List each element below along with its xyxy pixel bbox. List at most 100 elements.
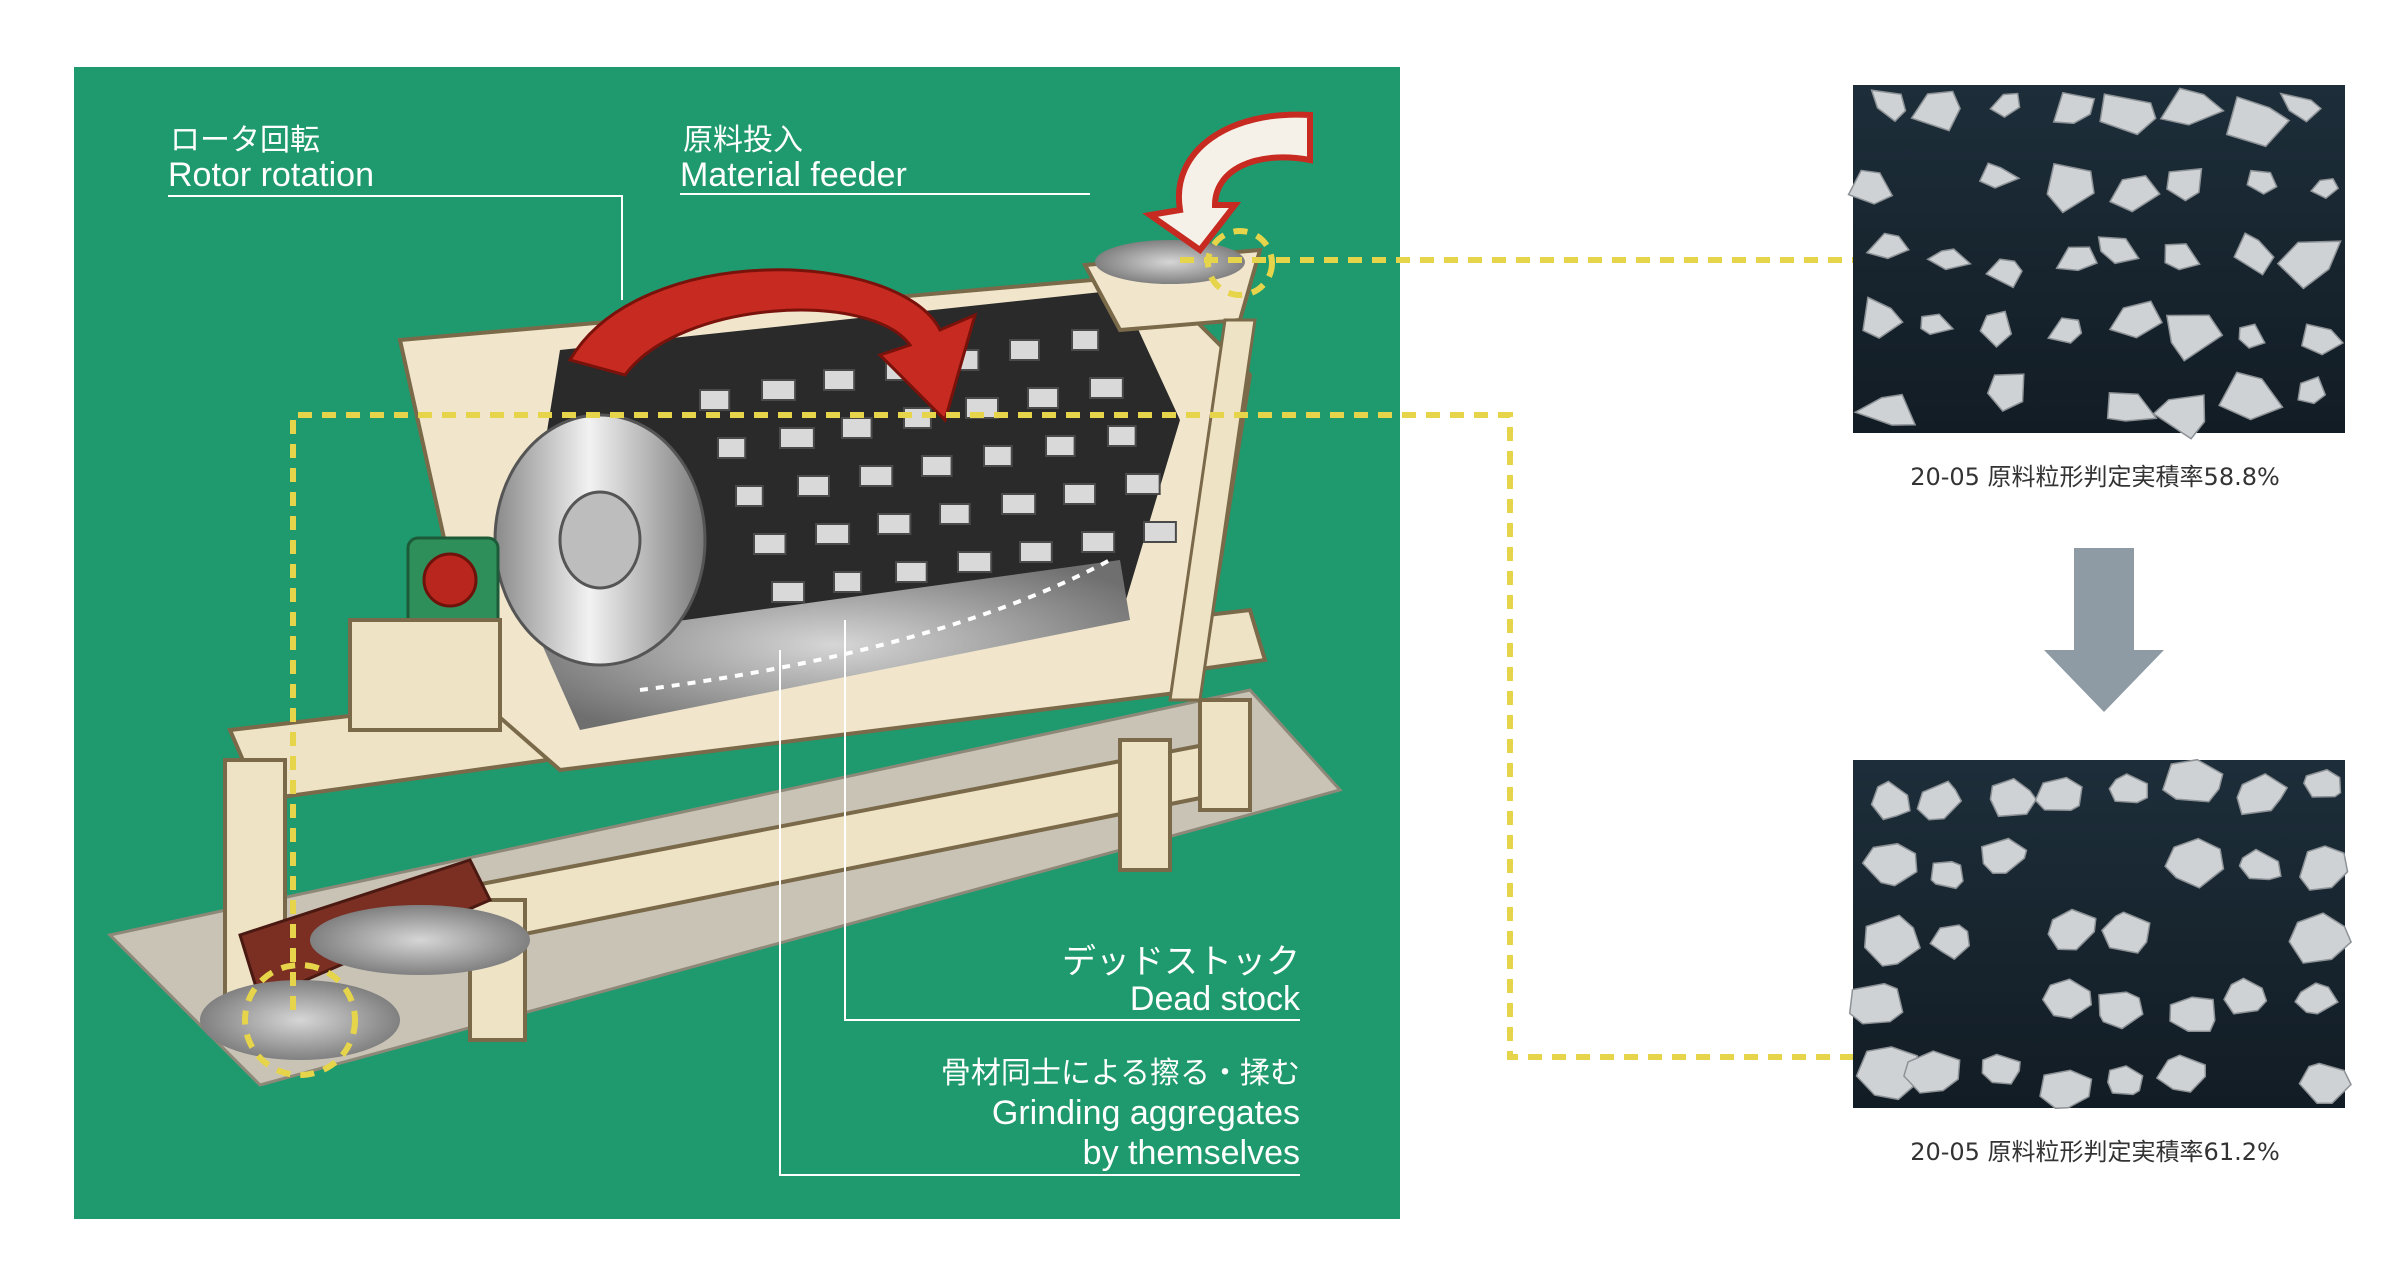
aggregate-rock	[2223, 977, 2268, 1015]
rotor-hub	[558, 490, 642, 590]
machine-illustration	[106, 111, 1343, 1087]
aggregate-rock	[2055, 246, 2099, 272]
aggregate-rock	[2159, 87, 2225, 126]
paddle	[761, 379, 797, 401]
feed-gravel	[1095, 240, 1245, 284]
rotor-leader	[168, 195, 623, 300]
leader-lines	[168, 193, 1300, 1176]
dead-stock-label-jp: デッドストック	[1062, 943, 1300, 981]
paddle	[895, 561, 928, 583]
feeder-label-en: Material feeder	[680, 156, 907, 194]
after-photo	[1848, 758, 2353, 1109]
aggregate-rock	[2294, 982, 2339, 1015]
paddle	[983, 445, 1013, 467]
aggregate-rock	[1986, 373, 2025, 413]
paddle	[957, 551, 993, 573]
paddle	[1107, 425, 1137, 447]
paddle	[1009, 339, 1041, 361]
paddle	[1001, 493, 1037, 515]
aggregate-rock	[2101, 911, 2151, 954]
aggregate-rock	[1920, 313, 1955, 336]
paddle	[1063, 483, 1097, 505]
leg	[1118, 738, 1172, 872]
aggregate-rock	[1855, 1046, 1919, 1101]
aggregate-rock	[2034, 776, 2083, 812]
aggregate-rock	[1979, 310, 2013, 349]
aggregate-rock	[2161, 758, 2224, 803]
feed-circle	[1205, 228, 1275, 298]
paddle	[1125, 473, 1161, 495]
aggregate-rock	[1870, 780, 1911, 821]
aggregate-rock	[1861, 842, 1918, 887]
aggregate-rock	[2298, 845, 2349, 891]
paddle	[823, 369, 856, 391]
aggregate-rock	[2166, 167, 2203, 202]
aggregate-rock	[2288, 912, 2353, 964]
aggregate-rock	[2164, 837, 2225, 889]
ladder	[1168, 318, 1257, 702]
dead-stock-label-en: Dead stock	[1130, 980, 1301, 1018]
paddle	[1045, 435, 1076, 457]
aggregate-rock	[2309, 177, 2340, 200]
bearing-block	[348, 618, 502, 732]
before-rocks	[1847, 87, 2345, 440]
discharge-gravel	[200, 980, 400, 1060]
feeder-label-jp: 原料投入	[683, 124, 803, 157]
aggregate-rock	[2108, 773, 2149, 804]
aggregate-rock	[2297, 376, 2327, 405]
motor-cap	[422, 552, 478, 608]
paddle	[1089, 377, 1124, 399]
aggregate-rock	[1865, 232, 1910, 260]
aggregate-rock	[1916, 780, 1963, 821]
paddle	[771, 581, 806, 603]
aggregate-rock	[2047, 908, 2097, 951]
aggregate-rock	[2046, 317, 2083, 344]
paddle	[1071, 329, 1100, 351]
paddle	[753, 533, 787, 555]
aggregate-rock	[2233, 232, 2275, 276]
dead-stock-leader	[844, 620, 1300, 1021]
aggregate-rock	[1981, 1053, 2021, 1085]
aggregate-rock	[2039, 1069, 2093, 1109]
aggregate-rock	[2238, 848, 2282, 881]
paddle	[1081, 531, 1116, 553]
aggregate-rock	[1929, 924, 1971, 961]
aggregate-rock	[2300, 323, 2345, 356]
discharge-gravel	[310, 905, 530, 975]
aggregate-rock	[2108, 300, 2163, 339]
before-photo	[1847, 85, 2345, 440]
aggregate-rock	[2236, 772, 2289, 816]
aggregate-rock	[1903, 1050, 1961, 1094]
paddle	[735, 485, 764, 507]
paddle	[779, 427, 815, 449]
rotor-label-jp: ロータ回転	[170, 124, 320, 157]
aggregate-rock	[1989, 777, 2038, 818]
before-caption: 20-05 原料粒形判定実積率58.8%	[1910, 463, 2280, 491]
aggregate-rock	[2052, 91, 2096, 125]
aggregate-rock	[1848, 982, 1904, 1025]
paddle	[699, 389, 731, 411]
aggregate-rock	[2046, 162, 2095, 214]
gravel-bed	[540, 560, 1130, 730]
aggregate-rock	[1853, 393, 1917, 426]
aggregate-rock	[2238, 323, 2266, 349]
aggregate-rock	[1863, 914, 1921, 967]
paddle	[921, 455, 953, 477]
paddle	[859, 465, 894, 487]
grinding-label-en-2: by themselves	[1083, 1134, 1300, 1172]
aggregate-rock	[2279, 92, 2323, 123]
paddle	[1143, 521, 1177, 543]
aggregate-rock	[1870, 89, 1907, 123]
aggregate-rock	[1978, 162, 2021, 189]
leg	[1198, 698, 1252, 812]
aggregate-rock	[1980, 837, 2028, 875]
paddle	[1027, 387, 1060, 409]
paddle	[939, 503, 971, 525]
aggregate-rock	[2225, 95, 2291, 148]
aggregate-rock	[2107, 1065, 2144, 1096]
grinding-label-en-1: Grinding aggregates	[992, 1094, 1300, 1132]
aggregate-rock	[2218, 371, 2284, 421]
paddle	[717, 437, 747, 459]
after-rocks	[1848, 758, 2353, 1109]
